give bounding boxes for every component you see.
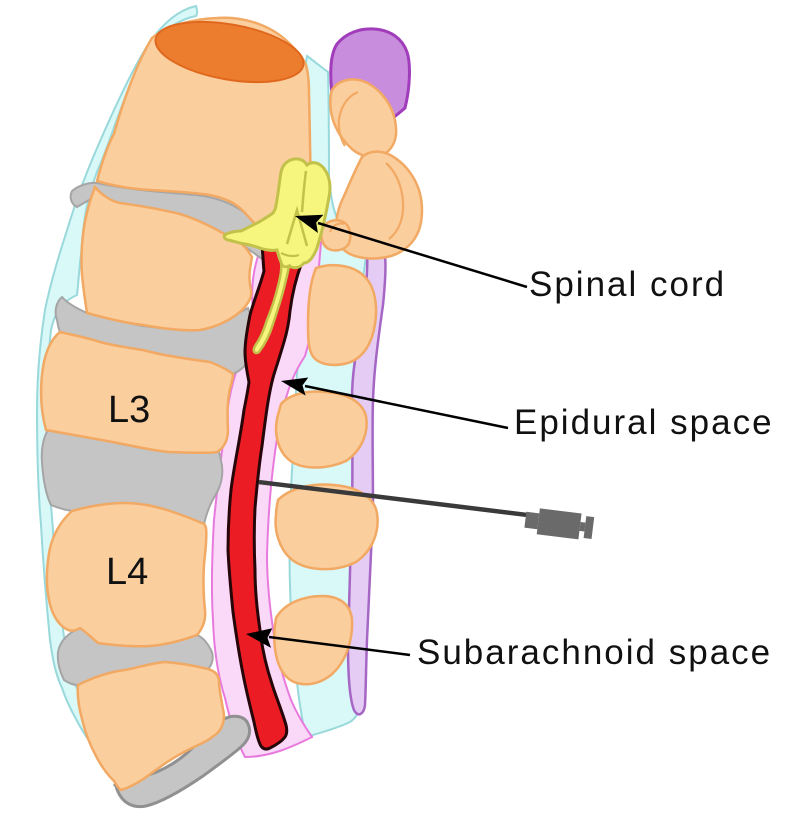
svg-text:Subarachnoid space: Subarachnoid space bbox=[417, 633, 772, 672]
svg-text:Spinal cord: Spinal cord bbox=[529, 265, 726, 304]
svg-text:L3: L3 bbox=[108, 389, 150, 431]
svg-text:Epidural space: Epidural space bbox=[514, 403, 774, 442]
svg-text:L4: L4 bbox=[106, 551, 148, 593]
